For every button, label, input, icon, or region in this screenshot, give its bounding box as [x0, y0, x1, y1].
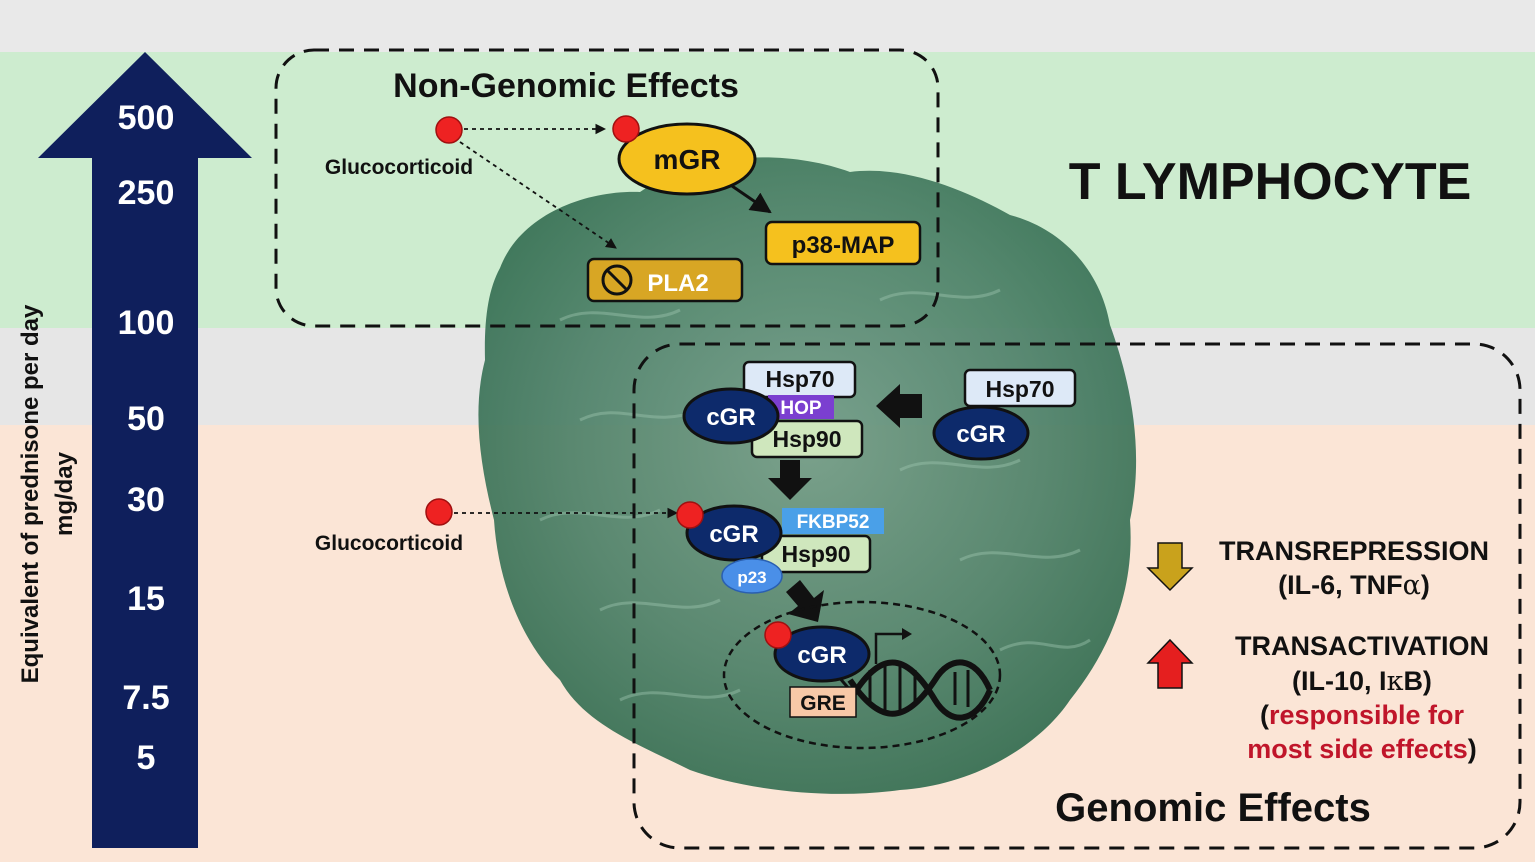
dose-axis-unit: mg/day — [51, 451, 78, 536]
cgr-receptor — [682, 387, 780, 445]
hop-label: HOP — [780, 398, 822, 419]
fkbp52-box — [782, 508, 884, 534]
effects-legend: TRANSREPRESSION (IL-6, TNFα) TRANSACTIVA… — [1146, 536, 1489, 764]
cgr-receptor — [773, 625, 871, 683]
cgr-label: cGR — [706, 404, 755, 431]
hsp90-label: Hsp90 — [772, 426, 841, 452]
dose-tick: 7.5 — [122, 679, 169, 717]
dose-tick: 100 — [118, 304, 175, 342]
side-effects-note-line2: most side effects) — [1247, 734, 1477, 764]
genomic-heading: Genomic Effects — [1055, 786, 1371, 830]
cgr-label: cGR — [797, 642, 846, 669]
mgr-to-p38-arrow — [731, 184, 772, 214]
transcription-start-arrow — [874, 632, 904, 664]
side-effects-note-line1: (responsible for — [1260, 700, 1465, 730]
down-arrow-icon — [1146, 542, 1194, 592]
hsp70-box — [963, 368, 1077, 408]
p23-label: p23 — [737, 568, 766, 587]
cgr-receptor — [685, 504, 783, 562]
bound-glucocorticoid — [676, 501, 704, 529]
activation-arrow — [768, 460, 812, 500]
fkbp52-label: FKBP52 — [797, 512, 870, 533]
assembly-arrow — [876, 384, 922, 428]
transcription-arrowhead — [902, 628, 912, 640]
cell-title: T LYMPHOCYTE — [1069, 153, 1472, 211]
dose-tick: 15 — [127, 580, 165, 618]
dose-tick: 5 — [137, 739, 156, 777]
transactivation-title: TRANSACTIVATION — [1235, 631, 1489, 661]
dose-tick: 50 — [127, 400, 165, 438]
hsp90-label: Hsp90 — [781, 541, 850, 567]
glucocorticoid-label: Glucocorticoid — [325, 156, 473, 179]
glucocorticoid-molecule — [425, 498, 453, 526]
up-arrow-icon — [1146, 638, 1194, 689]
pla2-label: PLA2 — [647, 270, 708, 297]
bound-glucocorticoid — [764, 621, 792, 649]
transrepression-detail: (IL-6, TNFα) — [1278, 570, 1430, 601]
dose-tick: 30 — [127, 481, 165, 519]
dose-arrow — [38, 52, 252, 848]
dose-axis-label: Equivalent of prednisone per day — [17, 304, 44, 683]
glucocorticoid-label: Glucocorticoid — [315, 532, 463, 555]
genomic-panel: Genomic Effects Hsp70 cGR Hsp70 HOP Hsp9… — [315, 342, 1522, 850]
hsp70-label: Hsp70 — [985, 376, 1054, 402]
t-lymphocyte-cell — [478, 157, 1137, 794]
cgr-label: cGR — [956, 421, 1005, 448]
top-margin-band — [0, 0, 1535, 52]
cgr-receptor — [932, 405, 1030, 461]
p38-map-box — [764, 220, 922, 266]
gre-box — [789, 686, 857, 718]
transrepression-title: TRANSREPRESSION — [1219, 536, 1489, 566]
p38-map-label: p38-MAP — [792, 232, 895, 259]
gre-label: GRE — [800, 692, 846, 715]
nucleus — [722, 600, 1002, 750]
mgr-receptor — [617, 122, 757, 196]
cgr-label: cGR — [709, 521, 758, 548]
hsp70-label: Hsp70 — [765, 366, 834, 392]
non-genomic-heading: Non-Genomic Effects — [393, 67, 739, 105]
dna-helix-icon — [836, 659, 993, 721]
bound-glucocorticoid — [612, 115, 640, 143]
dose-tick: 250 — [118, 174, 175, 212]
dose-tick: 500 — [118, 99, 175, 137]
mgr-label: mGR — [654, 144, 721, 175]
inhibited-icon — [601, 264, 633, 296]
p23-protein — [721, 558, 783, 594]
transactivation-detail: (IL-10, IκB) — [1292, 666, 1432, 697]
translocation-arrow — [786, 580, 824, 622]
glucocorticoid-molecule — [435, 116, 463, 144]
non-genomic-panel: Non-Genomic Effects Glucocorticoid mGR p… — [274, 48, 940, 328]
